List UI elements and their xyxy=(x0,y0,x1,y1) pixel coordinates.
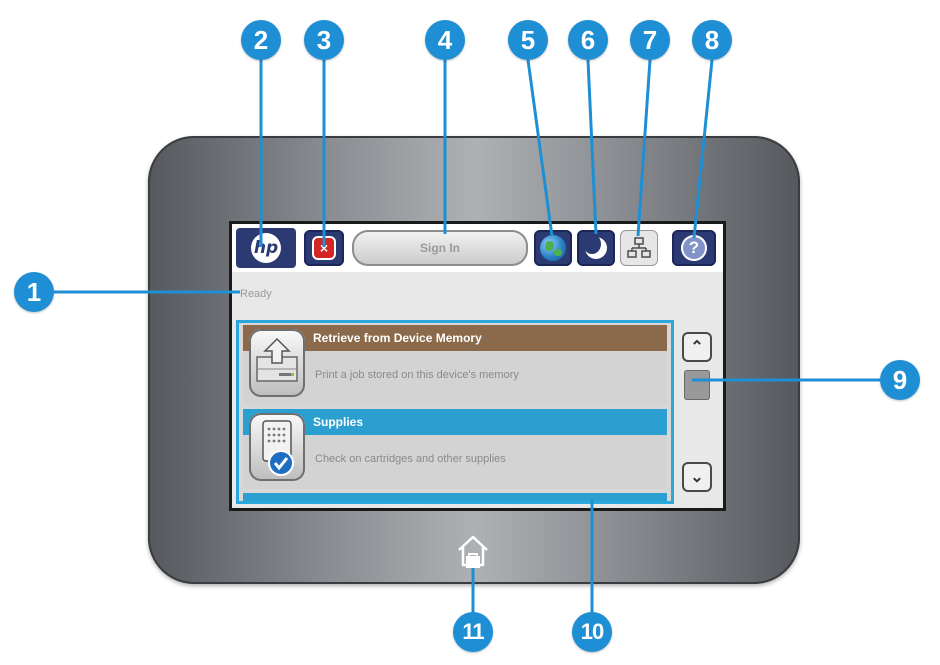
sleep-button[interactable] xyxy=(577,230,615,266)
callout-7: 7 xyxy=(630,20,670,60)
status-message: Ready xyxy=(240,288,272,300)
home-logo-button[interactable]: hp xyxy=(236,228,296,268)
app-list: Retrieve from Device Memory Print a job … xyxy=(236,320,674,504)
list-item-title: Supplies xyxy=(243,409,667,435)
help-icon: ? xyxy=(681,235,707,261)
callout-2: 2 xyxy=(241,20,281,60)
scroll-down-button[interactable]: ⌄ xyxy=(682,462,712,492)
callout-11: 11 xyxy=(453,612,493,652)
list-item-supplies[interactable]: Supplies Check on cartridges and other s… xyxy=(243,409,667,489)
scrollbar-thumb[interactable] xyxy=(684,370,710,400)
list-item-retrieve-from-memory[interactable]: Retrieve from Device Memory Print a job … xyxy=(243,325,667,405)
callout-10: 10 xyxy=(572,612,612,652)
list-item-description: Print a job stored on this device's memo… xyxy=(315,369,519,381)
callout-9: 9 xyxy=(880,360,920,400)
callout-4: 4 xyxy=(425,20,465,60)
network-icon xyxy=(627,237,651,258)
list-item-description: Check on cartridges and other supplies xyxy=(315,453,506,465)
callout-5: 5 xyxy=(508,20,548,60)
callout-6: 6 xyxy=(568,20,608,60)
callout-1: 1 xyxy=(14,272,54,312)
stop-button[interactable]: × xyxy=(304,230,344,266)
sign-in-button[interactable]: Sign In xyxy=(352,230,528,266)
chevron-down-icon: ⌄ xyxy=(690,469,704,486)
touchscreen: hp × Sign In ? Ready xyxy=(229,221,726,511)
moon-icon xyxy=(583,234,607,259)
scroll-up-button[interactable]: ⌃ xyxy=(682,332,712,362)
chevron-up-icon: ⌃ xyxy=(690,339,704,356)
globe-icon xyxy=(540,235,566,261)
stop-icon: × xyxy=(312,236,336,260)
callout-3: 3 xyxy=(304,20,344,60)
language-button[interactable] xyxy=(534,230,572,266)
top-bar: hp × Sign In ? xyxy=(232,224,723,272)
supplies-icon xyxy=(249,413,305,481)
callout-8: 8 xyxy=(692,20,732,60)
list-item-partial[interactable] xyxy=(243,493,667,501)
device-memory-icon xyxy=(249,329,305,397)
list-item-title: Retrieve from Device Memory xyxy=(243,325,667,351)
